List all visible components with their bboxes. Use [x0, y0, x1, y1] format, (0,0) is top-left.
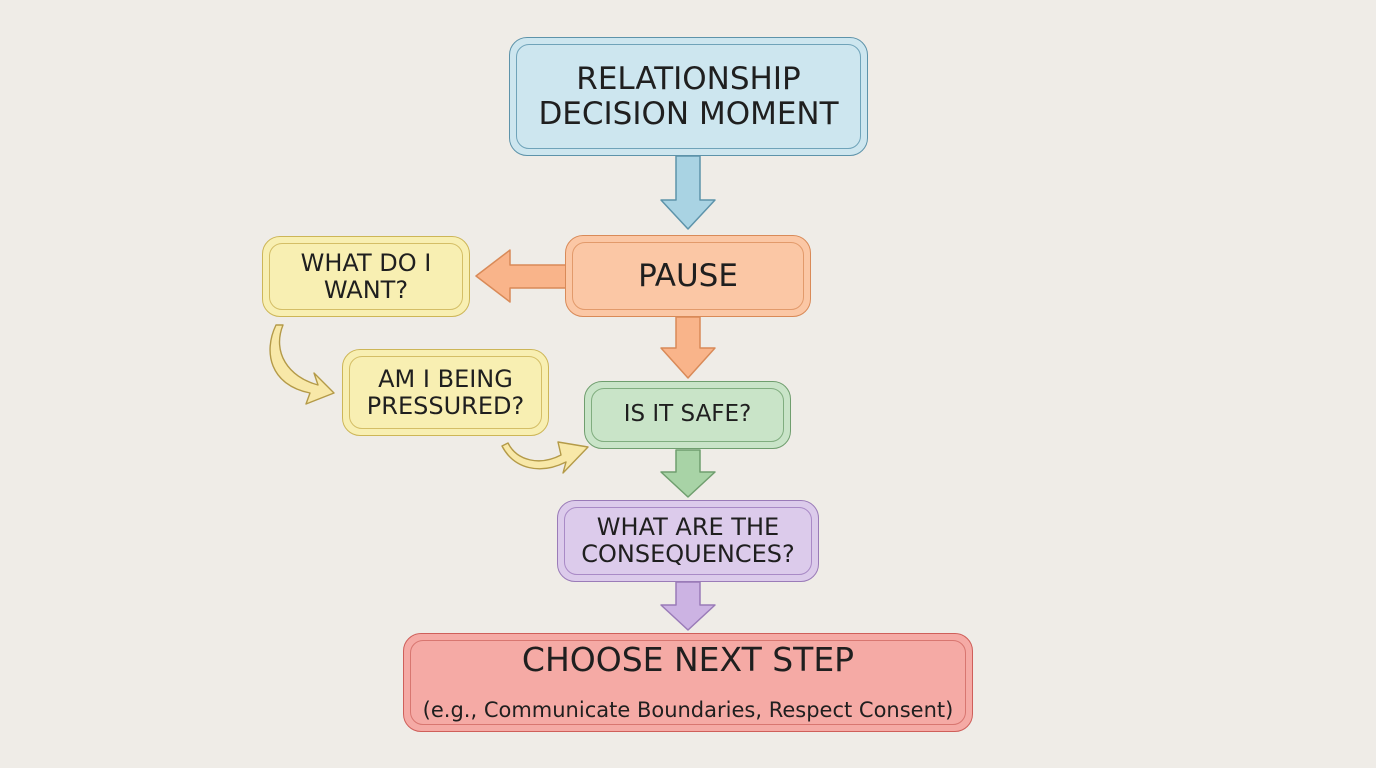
node-am-i-being-pressured: AM I BEING PRESSURED? — [342, 349, 549, 436]
node-what-do-i-want: WHAT DO I WANT? — [262, 236, 470, 317]
arrow-pause-to-safe — [660, 316, 716, 379]
arrow-want-to-pressured — [269, 324, 335, 405]
arrow-start-to-pause — [660, 155, 716, 230]
node-pause-label: PAUSE — [638, 257, 738, 294]
node-relationship-decision-moment: RELATIONSHIP DECISION MOMENT — [509, 37, 868, 156]
node-choose-next-step: CHOOSE NEXT STEP (e.g., Communicate Boun… — [403, 633, 973, 732]
arrow-consequences-to-next-step — [660, 581, 716, 631]
node-choose-next-step-label: CHOOSE NEXT STEP — [521, 640, 855, 680]
node-is-it-safe-label: IS IT SAFE? — [623, 401, 752, 428]
node-what-are-the-consequences: WHAT ARE THE CONSEQUENCES? — [557, 500, 819, 582]
node-what-do-i-want-label: WHAT DO I WANT? — [300, 248, 432, 304]
arrow-pressured-to-safe — [501, 441, 589, 474]
arrow-safe-to-consequences — [660, 449, 716, 498]
node-choose-next-step-text: CHOOSE NEXT STEP (e.g., Communicate Boun… — [423, 624, 954, 740]
node-what-are-the-consequences-label: WHAT ARE THE CONSEQUENCES? — [581, 513, 795, 568]
arrow-pause-to-want — [475, 249, 567, 303]
node-pause: PAUSE — [565, 235, 811, 317]
node-choose-next-step-sublabel: (e.g., Communicate Boundaries, Respect C… — [422, 698, 954, 723]
node-is-it-safe: IS IT SAFE? — [584, 381, 791, 449]
node-am-i-being-pressured-label: AM I BEING PRESSURED? — [366, 364, 525, 420]
node-relationship-decision-moment-label: RELATIONSHIP DECISION MOMENT — [538, 60, 839, 132]
